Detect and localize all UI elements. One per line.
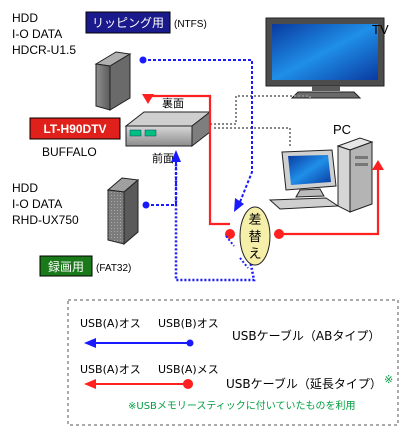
legend-ext-mark: ※	[384, 373, 393, 386]
hdd1-type: HDD	[12, 11, 38, 25]
usb-b-plug-icon	[139, 56, 147, 64]
hdd2-label: HDD I-O DATA RHD-UX750	[12, 181, 79, 227]
hdd2-maker: I-O DATA	[12, 197, 62, 211]
hdd1-drive-icon	[94, 51, 132, 111]
legend-ab-left: USB(A)オス	[80, 317, 141, 330]
legend-ab-right: USB(B)オス	[158, 317, 219, 330]
legend-ab-desc: USBケーブル（ABタイプ）	[232, 328, 380, 343]
tv-label: TV	[372, 22, 389, 37]
usb-a-male-icon	[372, 160, 384, 170]
tuner-front-label: 前面	[152, 151, 174, 165]
ripping-tag: リッピング用 (NTFS)	[85, 11, 207, 34]
legend-ab-b-plug-icon	[186, 339, 194, 347]
tuner-ext-cable	[148, 94, 230, 226]
hdd2-drive-icon	[106, 177, 140, 246]
hdd2-model: RHD-UX750	[12, 213, 79, 227]
tv-icon	[265, 17, 385, 99]
legend-ab-a-plug-icon	[84, 338, 96, 348]
usb-b-plug-icon	[142, 201, 150, 209]
usb-a-plug-icon	[171, 150, 181, 162]
switch-char-2: 替	[248, 230, 261, 245]
record-tag-label: 録画用	[48, 259, 84, 274]
legend-ext-desc: USBケーブル（延長タイプ）	[226, 376, 382, 391]
ext-cables	[148, 94, 380, 236]
switch-badge: 差 替 え	[239, 206, 271, 266]
usb-a-female-icon	[274, 229, 284, 239]
pc-icon	[268, 137, 374, 213]
legend-box: USB(A)オス USB(B)オス USBケーブル（ABタイプ） USB(A)オ…	[67, 299, 399, 426]
legend-ext-left: USB(A)オス	[80, 363, 141, 376]
tuner-led-icon	[144, 129, 157, 137]
legend-note: ※USBメモリースティックに付いていたものを利用	[128, 399, 356, 412]
tuner-led-icon	[129, 129, 142, 137]
tuner-tag-label: LT-H90DTV	[43, 122, 106, 136]
usb-a-male-icon	[142, 94, 154, 104]
hdd1-switch-cable	[143, 59, 253, 203]
av-cables	[210, 95, 311, 148]
record-tag: 録画用 (FAT32)	[39, 255, 131, 277]
pc-ext-cable	[280, 162, 380, 236]
ripping-tag-label: リッピング用	[92, 16, 164, 30]
hdd1-label: HDD I-O DATA HDCR-U1.5	[12, 11, 76, 57]
pc-label: PC	[333, 122, 351, 137]
usb-a-plug-icon	[234, 198, 244, 212]
tuner-maker: BUFFALO	[42, 145, 97, 159]
tuner-box-icon	[124, 110, 212, 148]
hdd2-type: HDD	[12, 181, 38, 195]
legend-ext-right: USB(A)メス	[158, 363, 219, 376]
hdd1-maker: I-O DATA	[12, 27, 62, 41]
tuner-tv-cable	[210, 95, 311, 125]
legend-ext-a-female-icon	[183, 379, 193, 389]
ripping-tag-fs: (NTFS)	[174, 19, 207, 30]
record-tag-fs: (FAT32)	[96, 263, 131, 274]
tuner-tag: LT-H90DTV	[29, 117, 121, 140]
hdd1-model: HDCR-U1.5	[12, 43, 76, 57]
tuner-pc-cable	[214, 127, 291, 148]
tuner-back-label: 裏面	[162, 96, 184, 110]
legend-ext-a-male-icon	[84, 379, 96, 389]
hdd2-tuner-cable	[146, 160, 177, 206]
switch-char-3: え	[248, 247, 261, 262]
switch-char-1: 差	[248, 213, 261, 228]
